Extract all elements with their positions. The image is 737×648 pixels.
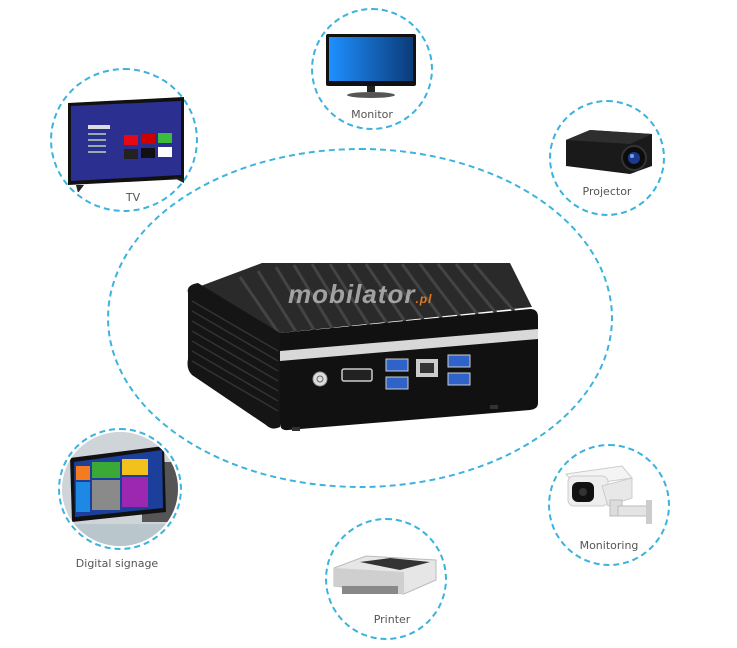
tv-image bbox=[66, 97, 186, 192]
tv-label: TV bbox=[125, 191, 141, 204]
monitoring-circle[interactable] bbox=[548, 444, 670, 566]
monitor-icon bbox=[326, 34, 416, 98]
printer-label: Printer bbox=[373, 613, 411, 626]
digital-signage-image bbox=[62, 432, 178, 546]
projector-circle[interactable] bbox=[549, 100, 665, 216]
digital-signage-icon bbox=[62, 432, 178, 546]
printer-circle[interactable] bbox=[325, 518, 447, 640]
projector-icon bbox=[566, 130, 652, 174]
mini-pc-device: mobilator.pl bbox=[180, 255, 540, 435]
tv-icon bbox=[68, 97, 184, 192]
monitoring-image bbox=[562, 462, 658, 530]
security-camera-icon bbox=[565, 465, 652, 524]
digital-signage-label: Digital signage bbox=[75, 557, 159, 570]
monitor-image bbox=[326, 34, 416, 100]
printer-icon bbox=[333, 555, 437, 595]
mini-pc-icon bbox=[187, 263, 538, 431]
printer-image bbox=[330, 550, 440, 602]
monitor-label: Monitor bbox=[351, 108, 393, 121]
monitoring-label: Monitoring bbox=[579, 539, 639, 552]
watermark: mobilator.pl bbox=[288, 279, 433, 309]
central-ellipse bbox=[107, 148, 613, 488]
projector-label: Projector bbox=[582, 185, 632, 198]
monitor-circle[interactable] bbox=[311, 8, 433, 130]
digital-signage-circle[interactable] bbox=[58, 428, 182, 550]
projector-image bbox=[560, 126, 656, 176]
tv-circle[interactable] bbox=[50, 68, 198, 212]
